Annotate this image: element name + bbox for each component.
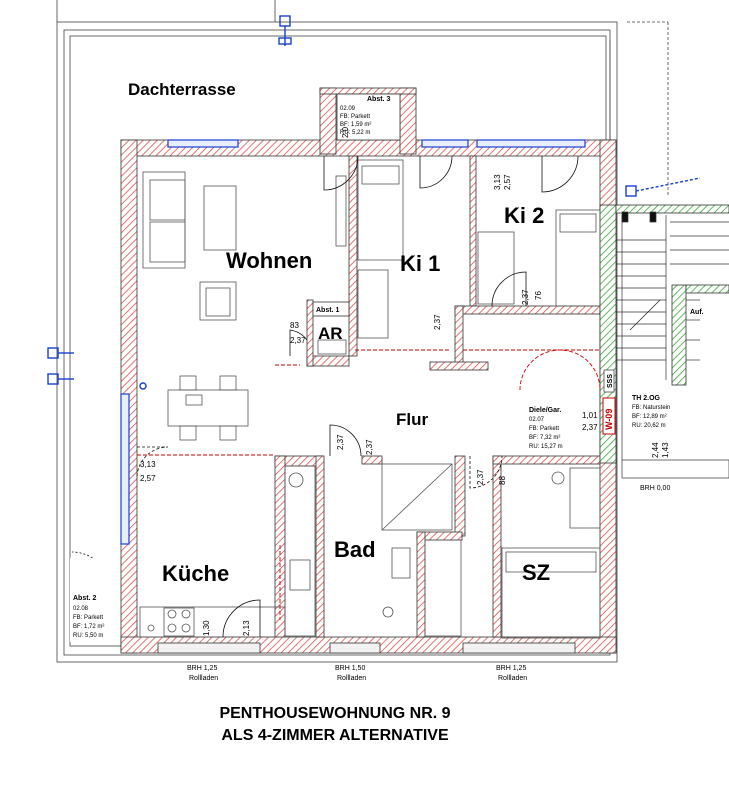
open-lines <box>137 349 601 620</box>
doors <box>71 155 579 638</box>
dim-kitchen-door-height: 2,13 <box>242 620 251 636</box>
abst2-floor: FB: Parkett <box>73 615 103 621</box>
dim-sz-door-height: 2,37 <box>476 469 485 485</box>
abst1-title: Abst. 1 <box>316 307 339 314</box>
abst3-area: BF: 1,59 m² <box>340 122 371 128</box>
dim-ki2-height: 2,57 <box>503 174 512 190</box>
abst2-box: Abst. 2 02.08 FB: Parkett BF: 1,72 m² RU… <box>70 558 118 642</box>
diele-perimeter: RU: 15,27 m <box>529 444 563 450</box>
sss-label: SSS <box>607 374 614 388</box>
window-mid-brh: BRH 1,50 <box>335 665 365 672</box>
dim-abst3-height: 2,0 <box>341 126 350 138</box>
furniture <box>139 159 601 639</box>
window-mid-note: Rollladen <box>337 675 366 682</box>
abst3-box: Abst. 3 02.09 FB: Parkett BF: 1,59 m² RU… <box>336 93 401 141</box>
dim-flur-door-height: 2,37 <box>336 434 345 450</box>
room-ki2: Ki 2 <box>504 203 544 228</box>
abst2-title: Abst. 2 <box>73 595 96 602</box>
room-bad: Bad <box>334 537 376 562</box>
room-flur: Flur <box>396 410 428 429</box>
th2og-box: TH 2.OG FB: Naturstein BF: 12,89 m² RU: … <box>629 309 729 430</box>
th2og-floor: FB: Naturstein <box>632 405 670 411</box>
room-sz: SZ <box>522 560 550 585</box>
window-left-brh: BRH 1,25 <box>187 665 217 672</box>
diele-number: 02.07 <box>529 417 545 423</box>
dim-ki2-door-width: 76 <box>534 291 543 300</box>
dim-stair-height: 2,44 <box>651 442 660 458</box>
window-right-brh: BRH 1,25 <box>496 665 526 672</box>
window-labels: BRH 1,25 Rollladen BRH 1,50 Rollladen BR… <box>187 485 670 682</box>
th2og-area: BF: 12,89 m² <box>632 414 667 420</box>
abst3-title: Abst. 3 <box>367 96 390 103</box>
room-kueche: Küche <box>162 561 229 586</box>
plan-caption: PENTHOUSEWOHNUNG NR. 9 ALS 4-ZIMMER ALTE… <box>0 703 670 747</box>
dim-ar-door-width: 83 <box>290 321 299 330</box>
abst1-box: Abst. 1 <box>312 301 350 317</box>
caption-line-1: PENTHOUSEWOHNUNG NR. 9 <box>219 705 451 722</box>
abst2-area: BF: 1,72 m² <box>73 624 104 630</box>
window-right-note: Rollladen <box>498 675 527 682</box>
dim-ar-door-height: 2,37 <box>290 336 306 345</box>
windows <box>120 139 586 545</box>
dim-kitchen-height: 2,57 <box>140 474 156 483</box>
diele-title: Diele/Gar. <box>529 407 561 414</box>
dim-ki2-door-height: 2,37 <box>521 289 530 305</box>
window-stair-brh: BRH 0,00 <box>640 485 670 492</box>
room-ar: AR <box>318 324 343 343</box>
bottom-windows <box>157 642 576 654</box>
diele-floor: FB: Parkett <box>529 426 559 432</box>
dim-diele-width: 1,01 <box>582 411 598 420</box>
abst2-perimeter: RU: 5,50 m <box>73 633 103 639</box>
drain-marker-icons <box>47 15 701 390</box>
th2og-perimeter: RU: 20,62 m <box>632 423 666 429</box>
dim-stair-width: 1,43 <box>661 442 670 458</box>
room-dachterrasse: Dachterrasse <box>128 80 236 99</box>
dim-kitchen-width: 3,13 <box>140 460 156 469</box>
dim-kitchen-door-width: 1,30 <box>202 620 211 636</box>
wd-label: W-09 <box>604 409 614 430</box>
diele-box: Diele/Gar. 02.07 FB: Parkett BF: 7,32 m²… <box>529 407 563 450</box>
caption-line-2: ALS 4-ZIMMER ALTERNATIVE <box>221 727 449 744</box>
window-left-note: Rollladen <box>189 675 218 682</box>
room-wohnen: Wohnen <box>226 248 312 273</box>
auf-label: Auf. <box>690 309 704 316</box>
abst3-perimeter: RU: 5,22 m <box>340 130 370 136</box>
dim-ki1-door-height: 2,37 <box>433 314 442 330</box>
diele-area: BF: 7,32 m² <box>529 435 560 441</box>
dim-sz-door-width: 88 <box>498 476 507 485</box>
interior-walls <box>274 155 601 638</box>
stairs <box>616 211 729 479</box>
abst3-floor: FB: Parkett <box>340 114 370 120</box>
dim-diele-height: 2,37 <box>582 423 598 432</box>
abst3-number: 02.09 <box>340 106 356 112</box>
dimension-labels: 3,13 2,57 2,0 3,13 2,57 2,37 76 2,37 83 … <box>140 126 670 636</box>
floor-plan: Abst. 3 02.09 FB: Parkett BF: 1,59 m² RU… <box>47 0 729 682</box>
room-ki1: Ki 1 <box>400 251 440 276</box>
dim-ki2-width: 3,13 <box>493 174 502 190</box>
th2og-title: TH 2.OG <box>632 395 661 402</box>
wall-markers: SSS W-09 <box>602 369 616 435</box>
abst2-number: 02.08 <box>73 606 89 612</box>
dim-bad-door-height: 2,37 <box>365 439 374 455</box>
